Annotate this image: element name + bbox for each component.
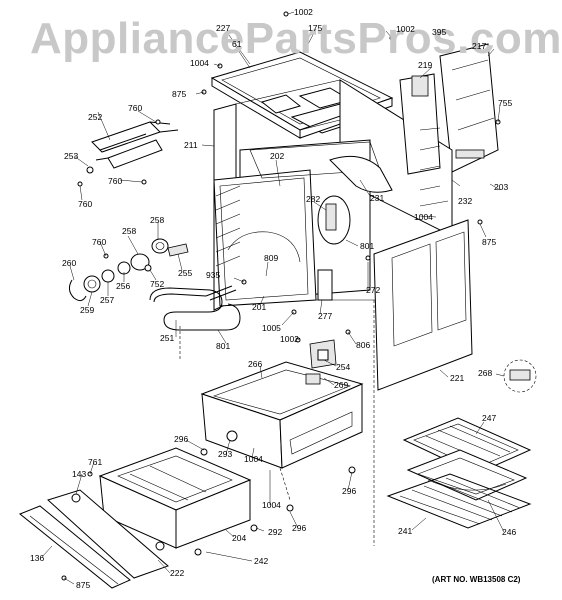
callout-246: 246 xyxy=(502,527,517,537)
leader-lines xyxy=(41,11,505,585)
callout-266: 266 xyxy=(248,359,263,369)
callout-204: 204 xyxy=(232,533,247,543)
callout-1004-bot: 1004 xyxy=(262,500,281,510)
back-panel-part xyxy=(439,43,499,173)
callout-760-d: 760 xyxy=(92,237,107,247)
callout-143: 143 xyxy=(72,469,87,479)
callout-801-a: 801 xyxy=(360,241,375,251)
callout-254: 254 xyxy=(336,362,351,372)
callout-296-c: 296 xyxy=(292,523,307,533)
callout-202: 202 xyxy=(270,151,285,161)
oven-cavity-part xyxy=(213,139,381,307)
callout-1004-top: 1004 xyxy=(190,58,209,68)
small-hardware-parts xyxy=(68,238,189,302)
callout-260: 260 xyxy=(62,258,77,268)
latch-bracket-part xyxy=(309,339,337,369)
callout-395: 395 xyxy=(432,27,447,37)
callout-875-bot: 875 xyxy=(76,580,91,590)
callout-296-a: 296 xyxy=(174,434,189,444)
callout-221: 221 xyxy=(450,373,465,383)
callout-222: 222 xyxy=(170,568,185,578)
callout-272: 272 xyxy=(366,285,381,295)
alignment-lines xyxy=(179,300,375,546)
callout-755: 755 xyxy=(498,98,513,108)
callout-61: 61 xyxy=(232,39,242,49)
callout-256: 256 xyxy=(116,281,131,291)
sensor-bracket-part xyxy=(317,195,351,301)
callout-269: 269 xyxy=(334,380,349,390)
callout-296-b: 296 xyxy=(342,486,357,496)
callout-259: 259 xyxy=(80,305,95,315)
callout-252: 252 xyxy=(88,112,103,122)
callout-801-b: 801 xyxy=(216,341,231,351)
callout-247: 247 xyxy=(482,413,497,423)
callout-201: 201 xyxy=(252,302,267,312)
art-number-label: (ART NO. WB13508 C2) xyxy=(432,575,521,584)
callout-242: 242 xyxy=(254,556,269,566)
callout-935: 935 xyxy=(206,270,221,280)
callout-268: 268 xyxy=(478,368,493,378)
bake-element-part xyxy=(149,285,241,331)
callout-231: 231 xyxy=(370,193,385,203)
callout-806: 806 xyxy=(356,340,371,350)
callout-227: 227 xyxy=(216,23,231,33)
callout-217: 217 xyxy=(472,41,487,51)
callout-760-b: 760 xyxy=(108,176,123,186)
vent-duct-part xyxy=(329,155,393,193)
callout-203: 203 xyxy=(494,182,509,192)
callout-809: 809 xyxy=(264,253,279,263)
broil-element-part xyxy=(86,121,179,174)
callout-1004-low: 1004 xyxy=(244,454,263,464)
callout-232: 232 xyxy=(458,196,473,206)
callout-293: 293 xyxy=(218,449,233,459)
callout-251: 251 xyxy=(160,333,175,343)
callout-752: 752 xyxy=(150,279,165,289)
watermark-text: AppliancePartsPros.com xyxy=(30,14,562,63)
callout-1002-top: 1002 xyxy=(294,7,313,17)
callout-241: 241 xyxy=(398,526,413,536)
callout-1004-mid: 1004 xyxy=(414,212,433,222)
broiler-pan-part xyxy=(402,417,532,501)
callout-761: 761 xyxy=(88,457,103,467)
callout-258-a: 258 xyxy=(150,215,165,225)
callout-282: 282 xyxy=(306,194,321,204)
callout-1005: 1005 xyxy=(262,323,281,333)
oven-door-part xyxy=(373,219,473,391)
callout-211: 211 xyxy=(184,140,198,150)
storage-drawer-part xyxy=(98,447,252,549)
detail-circle-part xyxy=(503,359,537,393)
callout-760-c: 760 xyxy=(78,199,93,209)
callout-257: 257 xyxy=(100,295,115,305)
callout-760-a: 760 xyxy=(128,103,143,113)
callout-875-top: 875 xyxy=(172,89,187,99)
callout-175: 175 xyxy=(308,23,323,33)
callout-1002-tr: 1002 xyxy=(396,24,415,34)
drawer-support-frame-part xyxy=(200,361,364,469)
callout-277: 277 xyxy=(318,311,333,321)
callout-1002-mid: 1002 xyxy=(280,334,299,344)
callout-875-right: 875 xyxy=(482,237,497,247)
callout-253: 253 xyxy=(64,151,79,161)
callout-292: 292 xyxy=(268,527,283,537)
callout-136: 136 xyxy=(30,553,45,563)
callout-255: 255 xyxy=(178,268,193,278)
screws-parts xyxy=(61,11,501,581)
callout-258-b: 258 xyxy=(122,226,137,236)
callout-219: 219 xyxy=(418,60,433,70)
oven-rack-part xyxy=(386,473,532,529)
